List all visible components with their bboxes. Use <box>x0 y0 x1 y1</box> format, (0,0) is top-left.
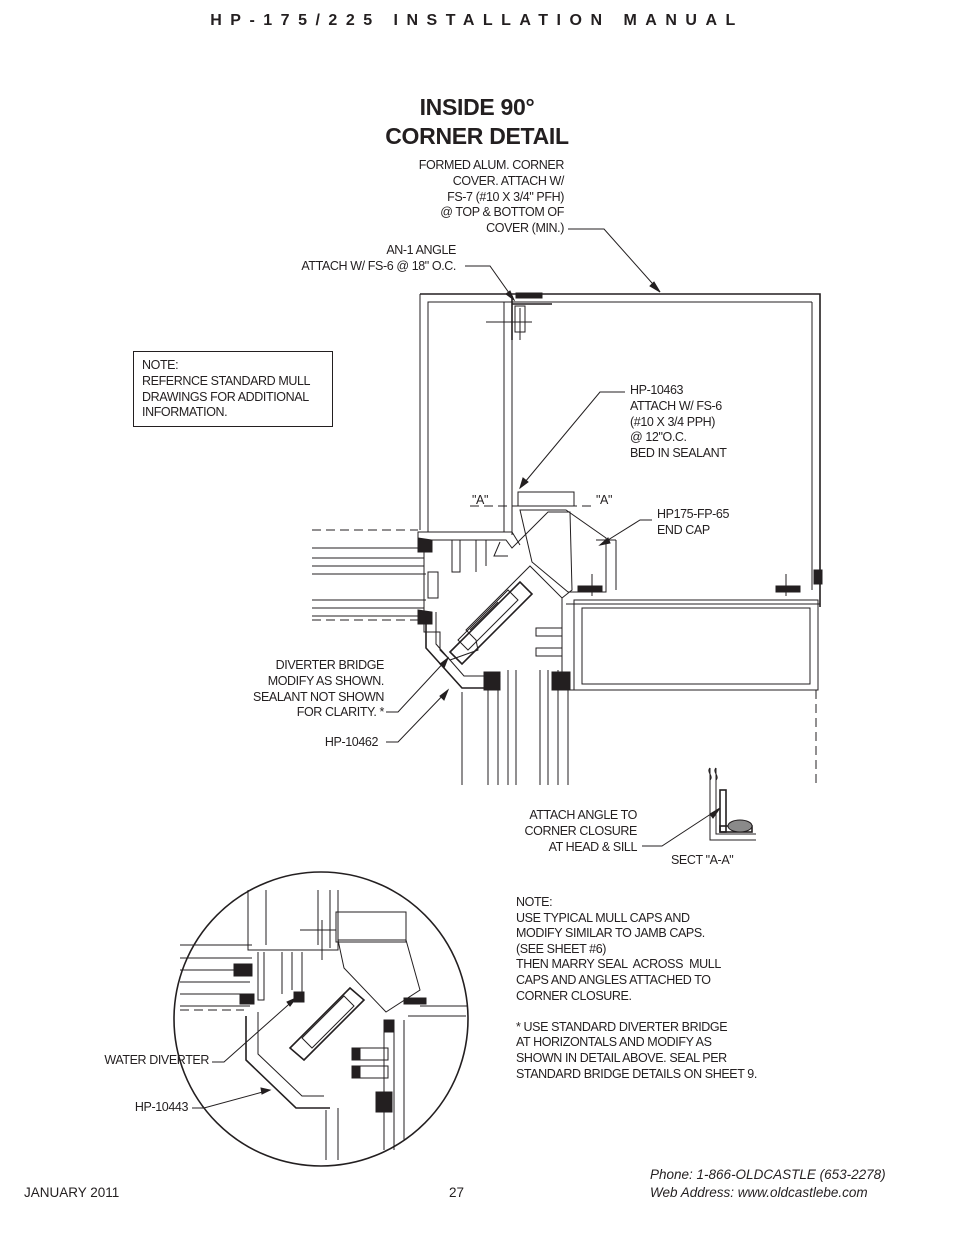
leader-lines <box>192 228 721 1109</box>
footer-contact: Phone: 1-866-OLDCASTLE (653-2278) Web Ad… <box>650 1166 886 1202</box>
corner-cover <box>419 293 821 607</box>
manual-header: HP-175/225 INSTALLATION MANUAL <box>210 12 744 29</box>
corner-mullion <box>423 491 617 661</box>
attach-angle-callout: ATTACH ANGLE TO CORNER CLOSURE AT HEAD &… <box>524 808 638 854</box>
lower-glazing <box>461 670 817 785</box>
page-number: 27 <box>449 1185 465 1200</box>
section-a-marker-right: "A" <box>596 493 613 507</box>
installation-note: NOTE: USE TYPICAL MULL CAPS AND MODIFY S… <box>516 895 757 1081</box>
detail-title-line1: INSIDE 90° <box>419 94 535 120</box>
lower-right-mullion <box>535 569 823 691</box>
detail-title: INSIDE 90° CORNER DETAIL <box>300 93 654 151</box>
section-a-marker-left: "A" <box>472 493 489 507</box>
water-diverter-callout: WATER DIVERTER <box>104 1053 209 1067</box>
hp-10463-callout: HP-10463 ATTACH W/ FS-6 (#10 X 3/4 PPH) … <box>630 383 727 461</box>
hp-10443-callout: HP-10443 <box>134 1100 188 1114</box>
diverter-bridge-callout: DIVERTER BRIDGE MODIFY AS SHOWN. SEALANT… <box>253 658 384 720</box>
end-cap-callout: HP175-FP-65 END CAP <box>657 507 730 537</box>
footer-phone: Phone: 1-866-OLDCASTLE (653-2278) <box>650 1167 886 1182</box>
reference-note-box: NOTE: REFERNCE STANDARD MULL DRAWINGS FO… <box>133 351 333 427</box>
hp-10462-callout: HP-10462 <box>324 735 378 749</box>
footer-web: Web Address: www.oldcastlebe.com <box>650 1185 868 1200</box>
left-glazing <box>312 537 439 625</box>
footer-date: JANUARY 2011 <box>24 1185 120 1200</box>
upper-mullion-profile <box>417 301 521 546</box>
enlarged-detail-circle <box>173 871 469 1167</box>
corner-cover-callout: FORMED ALUM. CORNER COVER. ATTACH W/ FS-… <box>418 158 565 236</box>
detail-title-line2: CORNER DETAIL <box>385 123 569 149</box>
an-1-angle <box>486 292 552 340</box>
an-1-angle-callout: AN-1 ANGLE ATTACH W/ FS-6 @ 18" O.C. <box>301 243 456 273</box>
section-a-a <box>708 767 756 841</box>
section-a-a-label: SECT "A-A" <box>671 853 734 867</box>
dashed-lines <box>312 505 596 621</box>
diverter-bridge <box>448 580 534 666</box>
